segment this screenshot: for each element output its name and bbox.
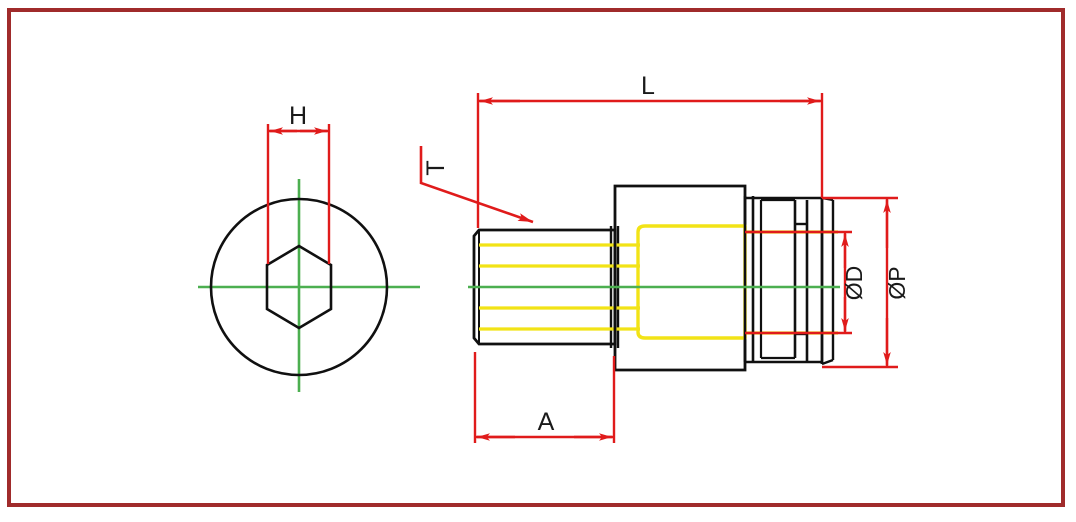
head-outline [613, 184, 747, 372]
dimension-l: L [476, 72, 824, 228]
dimension-diameter-d: ØD [745, 230, 867, 335]
dimension-label-l: L [641, 72, 655, 100]
border-outer-rect [7, 8, 1065, 507]
t-leader-line [419, 146, 534, 224]
drawing-border-frame [7, 8, 1065, 507]
dimension-label-h: H [289, 102, 307, 130]
head-right-chamfer-bottom [821, 358, 834, 366]
hex-socket-recess-outline [636, 224, 747, 340]
side-section-view [468, 184, 840, 372]
screw-head [613, 184, 747, 372]
dimension-label-d: ØD [841, 266, 867, 301]
head-end-view [198, 179, 420, 392]
hex-socket [265, 244, 333, 330]
dimension-label-p: ØP [884, 266, 910, 299]
head-grooves [743, 196, 835, 366]
thread-lines [479, 243, 640, 331]
head-outer-circle [209, 197, 389, 377]
dimension-diameter-p: ØP [822, 196, 910, 369]
dimension-label-t: T [422, 160, 450, 175]
dimension-label-a: A [538, 408, 555, 436]
dimension-a: A [473, 352, 616, 443]
dimension-t-leader: T [419, 146, 534, 224]
dimension-h: H [266, 102, 331, 264]
